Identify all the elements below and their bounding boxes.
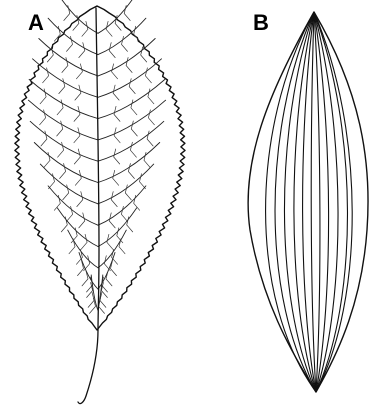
pinnate-leaf-a: [15, 0, 185, 404]
parallel-leaf-b: [248, 12, 368, 392]
tertiary-vein: [64, 6, 70, 21]
leaf-a-petiole: [78, 330, 98, 404]
leaf-a-outline: [15, 6, 185, 330]
tertiary-vein: [124, 6, 130, 21]
